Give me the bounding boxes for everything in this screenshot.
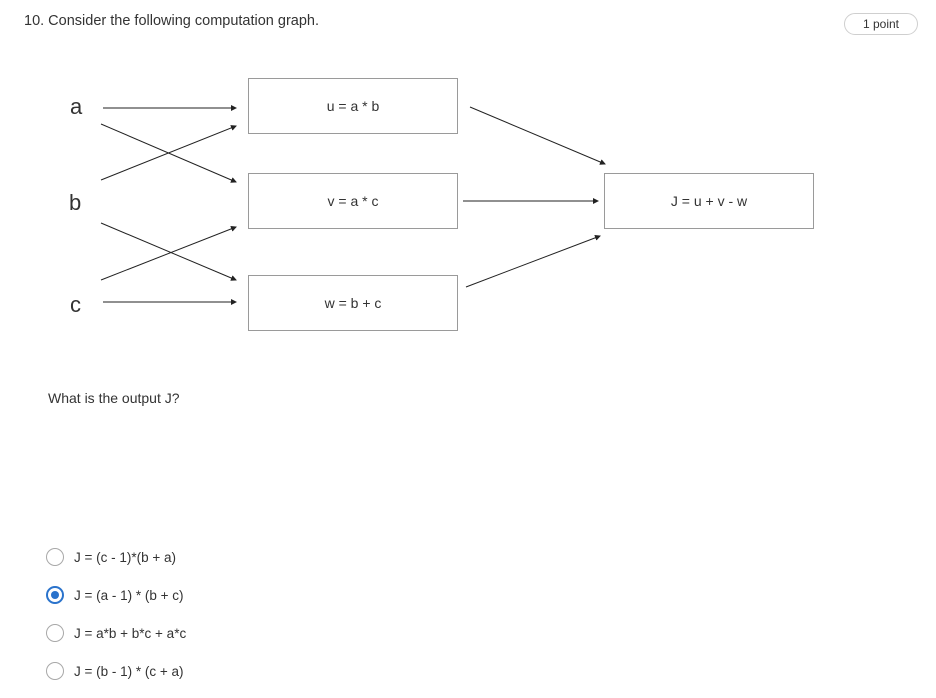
node-w: w = b + c [248, 275, 458, 331]
question-title: 10. Consider the following computation g… [24, 13, 320, 29]
edge-w-to-j [465, 234, 601, 288]
edge-b-to-w [100, 222, 237, 281]
edge-b-to-u [100, 125, 237, 181]
node-u: u = a * b [248, 78, 458, 134]
points-badge: 1 point [844, 13, 918, 35]
edge-u-to-j [469, 106, 606, 165]
option-label: J = a*b + b*c + a*c [74, 625, 187, 641]
answer-option[interactable]: J = (a - 1) * (b + c) [46, 584, 186, 606]
answer-option[interactable]: J = (c - 1)*(b + a) [46, 546, 186, 568]
edge-c-to-v [100, 226, 237, 281]
edge-a-to-v [100, 123, 237, 183]
input-b-label: b [69, 190, 82, 215]
option-label: J = (a - 1) * (b + c) [74, 587, 184, 603]
input-c-label: c [70, 292, 81, 317]
option-label: J = (c - 1)*(b + a) [74, 549, 177, 565]
node-v: v = a * c [248, 173, 458, 229]
answer-options: J = (c - 1)*(b + a) J = (a - 1) * (b + c… [46, 546, 186, 698]
radio-button[interactable] [46, 624, 64, 642]
radio-button[interactable] [46, 662, 64, 680]
input-a-label: a [70, 94, 83, 119]
answer-option[interactable]: J = a*b + b*c + a*c [46, 622, 186, 644]
radio-button[interactable] [46, 548, 64, 566]
radio-button-selected[interactable] [46, 586, 64, 604]
option-label: J = (b - 1) * (c + a) [74, 663, 184, 679]
node-j: J = u + v - w [604, 173, 814, 229]
answer-option[interactable]: J = (b - 1) * (c + a) [46, 660, 186, 682]
question-prompt: What is the output J? [48, 390, 180, 406]
